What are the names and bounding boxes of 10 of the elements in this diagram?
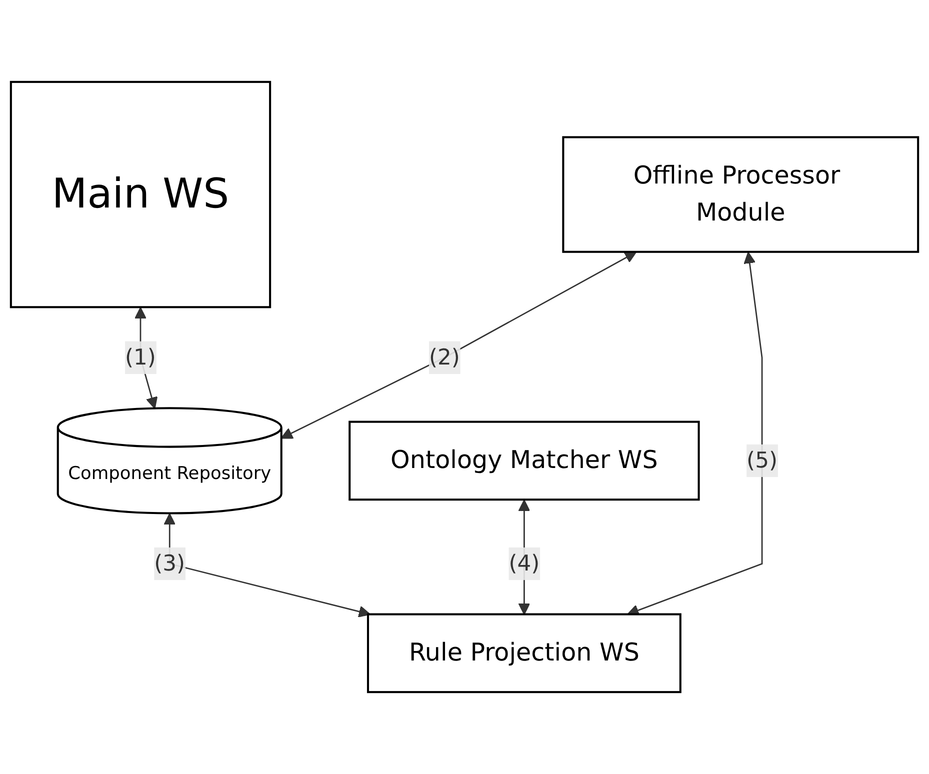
edge-label: (5) bbox=[746, 447, 778, 473]
edge-label: (3) bbox=[154, 550, 186, 576]
node-box: Offline Processor Module bbox=[562, 136, 920, 253]
edge-label: (2) bbox=[428, 344, 460, 370]
node-box: Main WS bbox=[10, 80, 272, 308]
node-box: Ontology Matcher WS bbox=[348, 420, 700, 501]
arrow bbox=[280, 252, 637, 439]
node-box: Rule Projection WS bbox=[366, 613, 682, 694]
edge-label: (1) bbox=[125, 344, 156, 370]
edge-label: (4) bbox=[508, 550, 540, 576]
